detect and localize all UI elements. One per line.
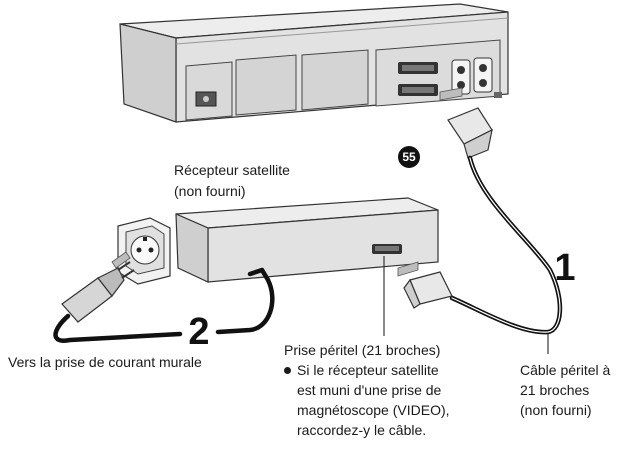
- step-number-2: 2: [188, 311, 210, 353]
- cable-label-line-2: 21 broches: [520, 382, 590, 398]
- scart-title: Prise péritel (21 broches): [284, 342, 441, 358]
- vcr-unit: [119, 3, 509, 123]
- bullet-line-3: magnétoscope (VIDEO),: [297, 402, 450, 418]
- cable-label: Câble péritel à 21 broches (non fourni): [520, 360, 610, 420]
- step-number-1: 1: [554, 247, 576, 289]
- bullet-line-4: raccordez-y le câble.: [297, 422, 427, 438]
- scart-bullet-note: Si le récepteur satellite est muni d'une…: [284, 360, 450, 440]
- satellite-title: Récepteur satellite: [174, 162, 290, 178]
- scart-cable: [403, 107, 563, 335]
- vcr-insert-arrow: [439, 87, 463, 101]
- power-cord: [53, 251, 275, 343]
- cable-label-line-3: (non fourni): [520, 402, 592, 418]
- bullet-line-1: Si le récepteur satellite: [284, 360, 450, 380]
- satellite-receiver: [175, 197, 439, 283]
- page-ref-badge: 55: [398, 146, 420, 168]
- satellite-note: (non fourni): [174, 183, 246, 199]
- bullet-line-2: est muni d'une prise de: [297, 382, 442, 398]
- bullet-icon: [284, 366, 291, 374]
- cable-label-line-1: Câble péritel à: [520, 362, 611, 378]
- wall-outlet-label: Vers la prise de courant murale: [8, 354, 202, 370]
- wall-outlet: [117, 217, 171, 285]
